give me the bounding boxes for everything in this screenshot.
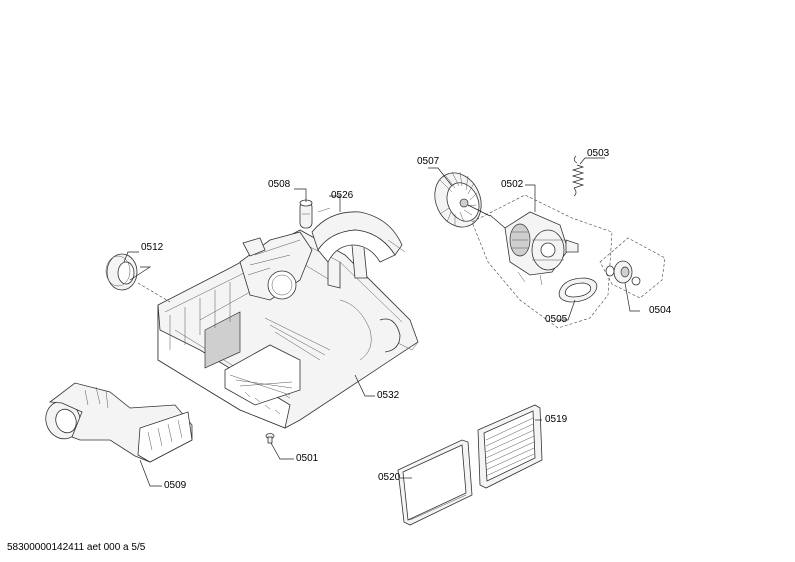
air-duct-drawing bbox=[311, 207, 406, 289]
spring-drawing bbox=[571, 155, 585, 197]
belt-drawing bbox=[558, 277, 598, 303]
part-label-0509: 0509 bbox=[164, 480, 187, 491]
part-label-0501: 0501 bbox=[296, 453, 319, 464]
filter-panel-drawing bbox=[397, 439, 473, 526]
filter-frame-drawing bbox=[477, 404, 543, 489]
base-housing-drawing bbox=[157, 229, 419, 429]
part-label-0520: 0520 bbox=[378, 472, 401, 483]
sensor-drawing bbox=[299, 199, 313, 229]
part-label-0532: 0532 bbox=[377, 390, 400, 401]
part-label-0504: 0504 bbox=[649, 305, 672, 316]
seal-ring-guide bbox=[137, 282, 171, 303]
air-hose-drawing bbox=[45, 382, 193, 463]
part-label-0526: 0526 bbox=[331, 190, 354, 201]
seal-ring-drawing bbox=[105, 253, 138, 291]
part-label-0503: 0503 bbox=[587, 148, 610, 159]
part-label-0519: 0519 bbox=[545, 414, 568, 425]
leader-lines bbox=[123, 157, 640, 487]
part-label-0508: 0508 bbox=[268, 179, 291, 190]
document-footer: 58300000142411 aet 000 a 5/5 bbox=[7, 542, 146, 553]
pulley-drawing bbox=[599, 237, 666, 299]
screw-drawing bbox=[265, 433, 275, 444]
part-label-0505: 0505 bbox=[545, 314, 568, 325]
part-label-0502: 0502 bbox=[501, 179, 524, 190]
part-label-0507: 0507 bbox=[417, 156, 440, 167]
fan-wheel-drawing bbox=[434, 171, 491, 228]
part-label-0512: 0512 bbox=[141, 242, 164, 253]
motor-drawing bbox=[471, 194, 613, 329]
